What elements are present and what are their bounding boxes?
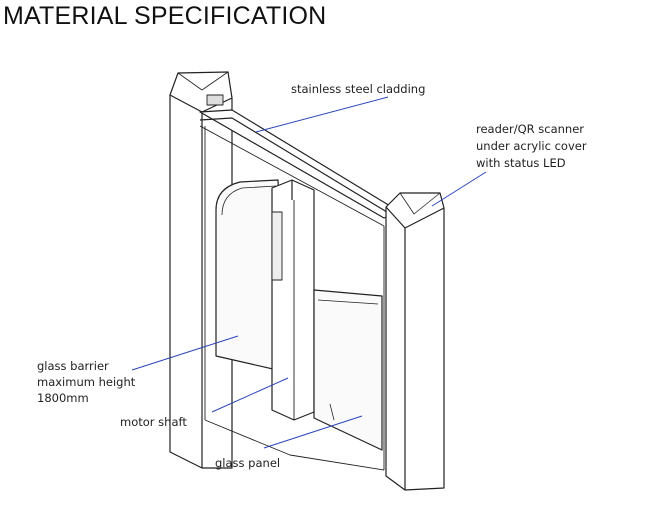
- right-pillar: [385, 192, 445, 491]
- leader-glass-panel: [263, 415, 363, 449]
- label-motor-shaft: motor shaft: [120, 415, 187, 429]
- label-glass-barrier: glass barrier maximum height 1800mm: [37, 359, 139, 405]
- page-title: MATERIAL SPECIFICATION: [3, 2, 327, 30]
- motor-shaft: [271, 179, 315, 421]
- leader-cladding: [255, 96, 389, 133]
- label-reader-qr-scanner: reader/QR scanner under acrylic cover wi…: [476, 122, 590, 170]
- glass-panel: [313, 289, 383, 451]
- label-stainless-steel-cladding: stainless steel cladding: [291, 82, 425, 96]
- leader-reader: [431, 171, 487, 207]
- leader-motor-shaft: [211, 377, 289, 413]
- leader-glass-barrier: [131, 335, 239, 371]
- label-glass-panel: glass panel: [215, 456, 280, 470]
